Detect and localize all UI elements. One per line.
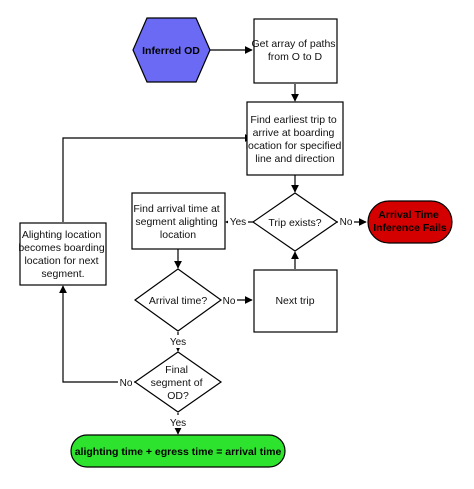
node-result-label: alighting time + egress time = arrival t… xyxy=(75,446,282,458)
edge-final-segment-to-alighting xyxy=(59,285,135,383)
node-get-paths-label: Get array of paths from O to D xyxy=(252,38,339,63)
node-inferred-od: Inferred OD xyxy=(132,17,211,83)
node-final-segment: Final segment of OD? xyxy=(133,351,223,413)
process-box xyxy=(246,101,344,176)
decision-diamond xyxy=(133,351,223,413)
hexagon-shape xyxy=(132,17,211,83)
edge-label-arrival-yes: Yes xyxy=(170,337,186,348)
edge-label-arrival-no: No xyxy=(223,296,236,307)
node-find-trip-label: Find earliest trip to arrive at boarding… xyxy=(246,114,345,165)
edge-label-trip-yes: Yes xyxy=(230,217,246,228)
process-box xyxy=(131,192,226,250)
node-arrival-time: Arrival time? xyxy=(133,268,223,332)
edge-label-trip-no: No xyxy=(340,217,353,228)
node-next-trip: Next trip xyxy=(253,269,338,333)
edge-label-final-yes: Yes xyxy=(170,418,186,429)
node-fail-label: Arrival Time Inference Fails xyxy=(373,209,447,234)
node-trip-exists: Trip exists? xyxy=(251,192,339,252)
terminator-shape xyxy=(367,200,453,244)
node-trip-exists-label: Trip exists? xyxy=(268,217,321,229)
node-alighting-label: Alighting location becomes boarding loca… xyxy=(18,229,107,280)
node-final-segment-label: Final segment of OD? xyxy=(151,364,206,402)
process-box xyxy=(19,222,107,286)
node-alighting: Alighting location becomes boarding loca… xyxy=(18,222,107,286)
process-box xyxy=(253,18,338,84)
node-find-trip: Find earliest trip to arrive at boarding… xyxy=(246,101,345,176)
terminator-shape xyxy=(70,434,286,468)
node-next-trip-label: Next trip xyxy=(275,295,314,307)
node-find-arrival-label: Find arrival time at segment alighting l… xyxy=(133,203,222,241)
node-get-paths: Get array of paths from O to D xyxy=(252,18,339,84)
node-inferred-od-label: Inferred OD xyxy=(142,45,200,57)
node-result: alighting time + egress time = arrival t… xyxy=(70,434,286,468)
decision-diamond xyxy=(133,268,223,332)
node-find-arrival: Find arrival time at segment alighting l… xyxy=(131,192,226,250)
edge-alighting-to-find-trip xyxy=(62,134,253,222)
decision-diamond xyxy=(251,192,339,252)
edge-labels: No Yes No Yes No Yes xyxy=(118,215,354,429)
process-box xyxy=(253,269,338,333)
node-arrival-time-label: Arrival time? xyxy=(149,295,208,307)
node-fail: Arrival Time Inference Fails xyxy=(367,200,453,244)
edge-label-final-no: No xyxy=(120,378,133,389)
